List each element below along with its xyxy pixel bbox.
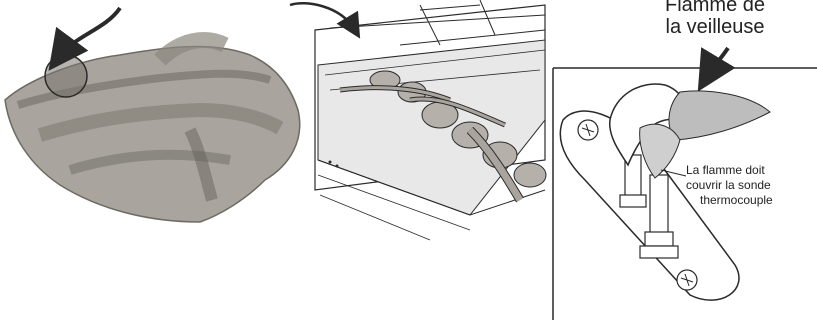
arrow-to-flame: [697, 46, 736, 92]
log-set-illustration: [4, 6, 301, 223]
arrow-to-firebox: [289, 2, 361, 39]
flame-note-line3: thermocouple: [700, 193, 773, 207]
note-leader: [660, 169, 687, 177]
panel-frame: [552, 67, 817, 320]
flame-note-line2: couvrir la sonde: [686, 178, 771, 192]
flame-note-line1: La flamme doit: [686, 163, 765, 177]
pilot-flame-label-line1: Flamme de: [664, 0, 766, 16]
pilot-flame-label: Flamme de la veilleuse: [615, 0, 815, 38]
pilot-burner-illustration: [552, 46, 817, 320]
firebox-illustration: [289, 0, 547, 241]
arrow-log-to-circle: [48, 6, 122, 71]
inner-flame: [639, 123, 681, 179]
pilot-flame-label-line2: la veilleuse: [665, 16, 765, 38]
highlight-circle: [44, 54, 88, 98]
pilot-flame: [668, 90, 771, 141]
flame-note: La flamme doit couvrir la sonde thermoco…: [686, 163, 816, 208]
